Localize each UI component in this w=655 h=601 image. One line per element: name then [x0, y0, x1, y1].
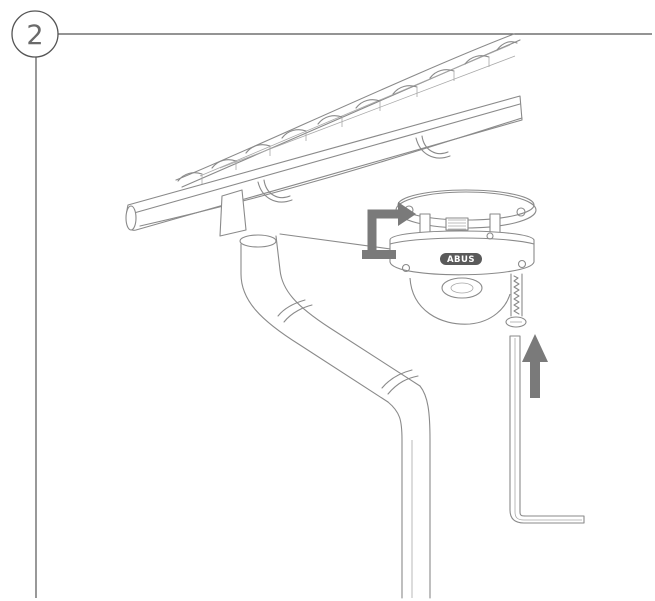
dome-camera: ABUS: [389, 230, 535, 325]
roof-tiles: [175, 33, 521, 188]
push-up-icon: [522, 334, 548, 398]
step-number-badge: [11, 10, 59, 58]
camera-mount-plate: [395, 189, 537, 237]
step-frame: 2: [11, 10, 652, 598]
rotate-direction-icon: [362, 202, 416, 259]
step-number: 2: [26, 20, 43, 51]
wall-edge: [279, 233, 399, 251]
brand-logo-text: ABUS: [447, 255, 475, 265]
allen-key: [509, 335, 585, 524]
brand-logo-badge: [440, 253, 482, 265]
downpipe: [219, 189, 431, 599]
mounting-screw: [505, 273, 527, 328]
